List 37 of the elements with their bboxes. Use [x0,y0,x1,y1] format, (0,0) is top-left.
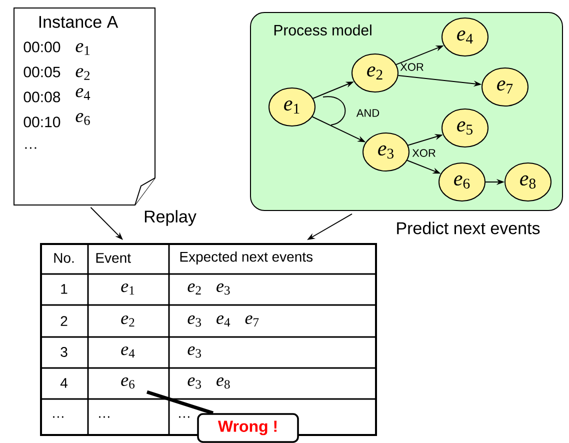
table-entry: e$_{3}$ e$_{4}$ e$_{7}$ [188,315,259,327]
gate-label: XOR [412,149,436,157]
row-number: 2 [60,316,68,326]
log-entry: 00:05 [24,66,60,78]
log-entry: 00:08 [24,92,60,102]
column-header: Expected next events [180,251,313,265]
table-entry: e$_{4}$ [121,346,135,358]
document-title: Instance A [39,16,118,28]
column-header: No. [54,253,74,263]
log-entry: e$_{4}$ [76,88,90,100]
row-number: 1 [61,284,68,294]
row-number: 3 [60,347,68,357]
gate-label: XOR [400,63,424,71]
table-entry: … [179,416,190,418]
log-entry: e$_{2}$ [76,68,90,80]
log-entry: e$_{1}$ [76,43,90,55]
edge-label: Predict next events [397,222,540,234]
table-entry: … [99,416,110,418]
table-entry: e$_{3}$ e$_{8}$ [188,377,230,389]
document [14,8,156,206]
table-entry: e$_{2}$ [121,315,134,327]
gate-label: AND [356,109,380,117]
table-entry: e$_{6}$ [121,377,135,389]
column-header: Event [96,253,131,263]
log-entry: 00:10 [24,116,60,128]
log-entry: e$_{6}$ [76,113,90,125]
table-entry: e$_{1}$ [121,283,134,295]
panel-title: Process model [274,24,372,36]
callout-box: Wrong ! [197,413,299,443]
table-entry: … [53,416,64,418]
table-entry: e$_{2}$ e$_{3}$ [188,283,230,295]
log-entry: 00:00 [24,42,60,52]
log-entry: … [25,147,36,149]
event-table [40,243,377,436]
edge-label: Replay [144,210,196,226]
table-entry: e$_{3}$ [188,346,201,358]
row-number: 4 [60,378,68,388]
